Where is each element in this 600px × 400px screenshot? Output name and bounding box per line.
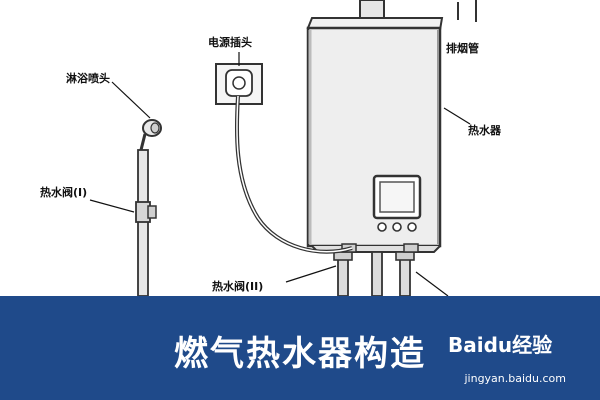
label-shower-head: 淋浴喷头 <box>66 71 110 85</box>
baidu-jingyan-logo: Baidu经验 <box>448 333 552 357</box>
control-knob <box>407 222 417 232</box>
banner-title: 燃气热水器构造 <box>174 334 426 374</box>
title-banner: 燃气热水器构造 <box>0 296 600 400</box>
label-hot-water-valve-2: 热水阀(II) <box>212 279 263 293</box>
leader-lines <box>89 52 471 296</box>
control-panel <box>372 174 422 232</box>
label-power-plug: 电源插头 <box>208 35 252 49</box>
label-exhaust-pipe: 排烟管 <box>446 41 479 55</box>
watermark-url: jingyan.baidu.com <box>464 372 566 385</box>
watermark-brand: Baidu经验 <box>448 333 552 357</box>
shower-pipe <box>135 149 157 296</box>
control-knob <box>392 222 402 232</box>
water-heater-diagram: 电源插头 排烟管 淋浴喷头 热水器 热水阀(I) 热水阀(II) <box>40 0 502 296</box>
shower-head <box>139 119 162 151</box>
label-hot-water-valve-1: 热水阀(I) <box>40 185 87 199</box>
heater-pipes <box>333 243 419 296</box>
control-knob <box>377 222 387 232</box>
label-water-heater: 热水器 <box>468 123 502 137</box>
